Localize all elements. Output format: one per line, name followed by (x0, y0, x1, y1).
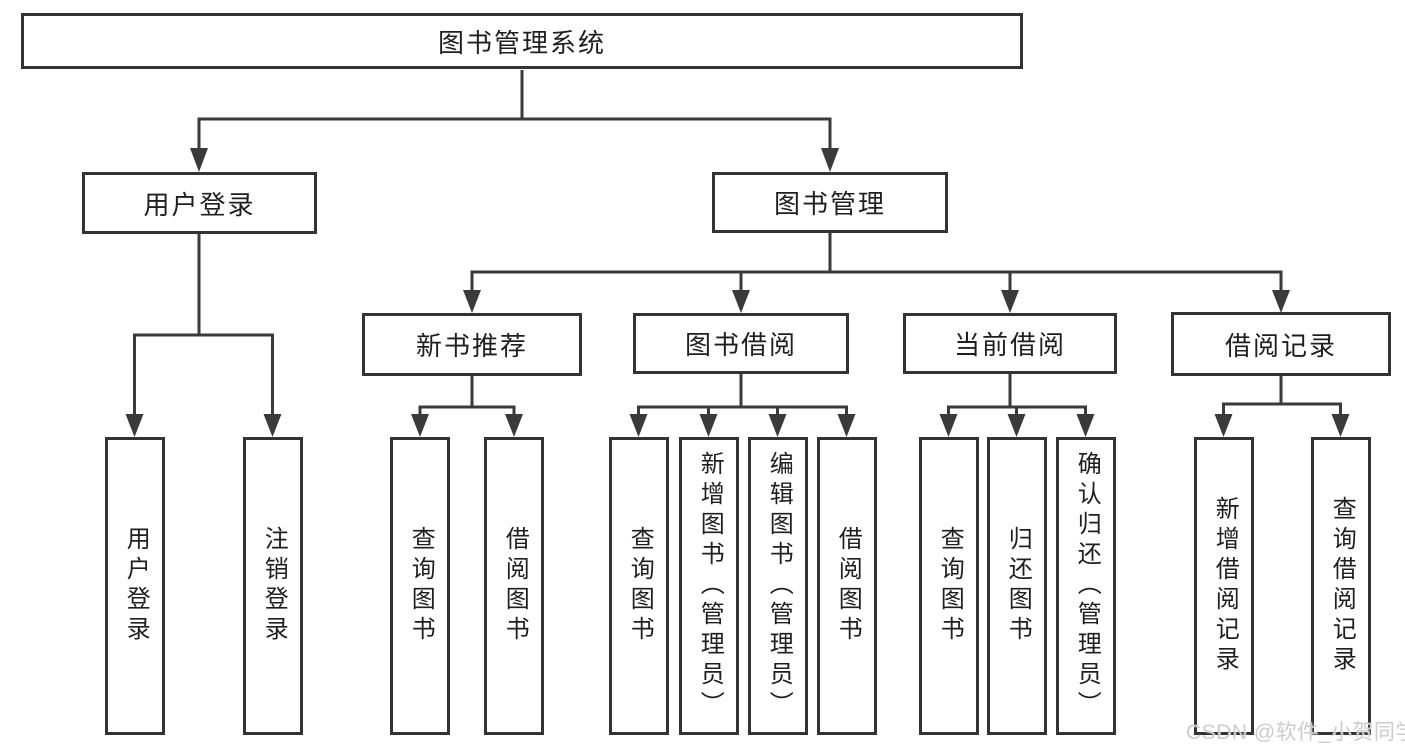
csdn-watermark: CSDN @软件_小贺同学 (1186, 721, 1405, 744)
node-add-borrow-record: 新增借阅记录 (1194, 437, 1254, 735)
node-logout: 注销登录 (243, 437, 303, 735)
node-borrow-books-recommendation: 借阅图书 (484, 437, 544, 735)
node-label: 归还图书 (1004, 526, 1032, 646)
node-add-books-admin: 新增图书（管理员） (679, 437, 739, 735)
node-user-login: 用户登录 (105, 437, 165, 735)
node-label: 借阅记录 (1224, 330, 1337, 361)
node-label: 确认归还（管理员） (1073, 451, 1101, 721)
node-label: 新增图书（管理员） (696, 451, 724, 721)
node-confirm-return-admin: 确认归还（管理员） (1056, 437, 1116, 735)
node-label: 新增借阅记录 (1211, 496, 1239, 676)
node-book-borrowing: 图书借阅 (633, 313, 849, 374)
node-library-management-system: 图书管理系统 (21, 13, 1023, 69)
node-query-books-borrowing: 查询图书 (609, 437, 669, 735)
node-label: 用户登录 (143, 189, 256, 220)
node-label: 查询图书 (407, 526, 435, 646)
node-label: 图书管理系统 (437, 27, 606, 58)
node-edit-books-admin: 编辑图书（管理员） (748, 437, 808, 735)
node-query-borrow-record: 查询借阅记录 (1311, 437, 1371, 735)
node-new-book-recommendation: 新书推荐 (362, 313, 582, 376)
node-label: 用户登录 (122, 526, 150, 646)
node-query-books-current: 查询图书 (919, 437, 979, 735)
node-label: 新书推荐 (415, 331, 528, 361)
node-book-management-branch: 图书管理 (712, 172, 948, 233)
node-query-books-recommendation: 查询图书 (390, 437, 450, 735)
node-user-login-branch: 用户登录 (82, 172, 317, 234)
node-borrowing-records: 借阅记录 (1171, 312, 1391, 376)
node-label: 图书借阅 (684, 330, 797, 360)
node-label: 借阅图书 (834, 526, 862, 646)
node-label: 编辑图书（管理员） (765, 451, 793, 721)
node-label: 图书管理 (773, 189, 886, 219)
connector-arrowheads (125, 148, 1350, 437)
node-label: 查询借阅记录 (1328, 496, 1356, 676)
node-label: 查询图书 (626, 526, 654, 646)
node-label: 借阅图书 (501, 526, 529, 646)
node-label: 注销登录 (260, 526, 288, 646)
node-return-books: 归还图书 (987, 437, 1047, 735)
node-current-borrowing: 当前借阅 (903, 313, 1117, 374)
node-label: 查询图书 (936, 526, 964, 646)
node-borrow-books: 借阅图书 (817, 437, 877, 735)
node-label: 当前借阅 (953, 330, 1066, 360)
